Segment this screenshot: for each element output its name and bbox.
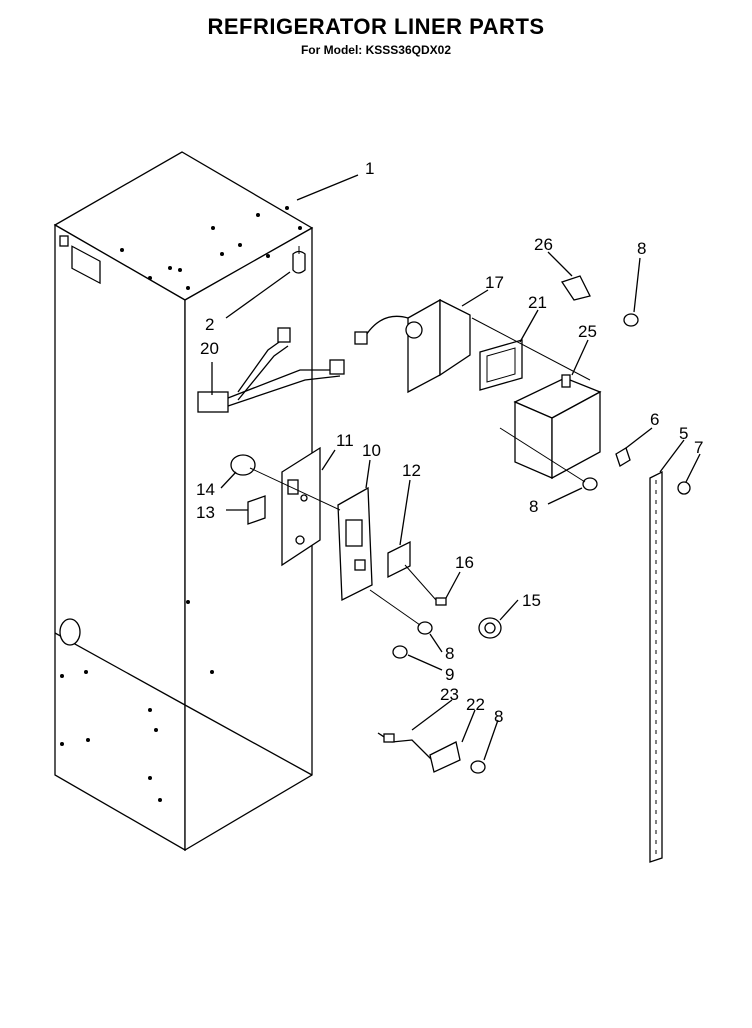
callout-25: 25 xyxy=(578,322,597,341)
callout-5: 5 xyxy=(679,424,688,443)
model-subtitle: For Model: KSSS36QDX02 xyxy=(300,43,452,57)
callout-7: 7 xyxy=(694,438,703,457)
screws xyxy=(392,313,691,774)
callout-23: 23 xyxy=(440,685,459,704)
callout-8a: 8 xyxy=(445,644,454,663)
part-10-housing xyxy=(337,486,373,602)
liner-cabinet xyxy=(53,151,314,852)
callout-16: 16 xyxy=(455,553,474,572)
part-6-clip xyxy=(615,447,631,467)
part-16-clip xyxy=(435,597,447,606)
screw-8b xyxy=(470,760,486,774)
callout-14: 14 xyxy=(196,480,215,499)
callout-8d: 8 xyxy=(529,497,538,516)
callout-1: 1 xyxy=(365,159,374,178)
cabinet-holes xyxy=(60,206,302,802)
callout-8b: 8 xyxy=(494,707,503,726)
part-11-bracket xyxy=(281,446,321,567)
callout-22: 22 xyxy=(466,695,485,714)
screw-8c xyxy=(623,313,639,327)
callout-21: 21 xyxy=(528,293,547,312)
part-26-clip xyxy=(560,275,591,301)
part-2-fitting xyxy=(292,246,306,274)
part-21-gasket xyxy=(479,339,523,391)
callout-15: 15 xyxy=(522,591,541,610)
screw-7 xyxy=(677,481,691,495)
callout-8c: 8 xyxy=(637,239,646,258)
callout-11: 11 xyxy=(336,431,354,450)
callout-2: 2 xyxy=(205,315,214,334)
part-5-rail xyxy=(649,470,663,863)
leader-lines xyxy=(211,174,701,761)
part-12-plate xyxy=(387,540,411,579)
part-25-housing xyxy=(513,374,602,480)
page-title: REFRIGERATOR LINER PARTS xyxy=(207,14,545,39)
part-20-wire-harness xyxy=(197,327,345,413)
screw-9 xyxy=(392,645,408,659)
part-17-control xyxy=(354,298,471,394)
part-22-23-sensor xyxy=(377,732,461,773)
callout-26: 26 xyxy=(534,235,553,254)
callout-10: 10 xyxy=(362,441,381,460)
part-13-shield xyxy=(247,495,266,525)
part-15-knob xyxy=(478,617,502,639)
screw-8d xyxy=(582,477,598,491)
screw-8a xyxy=(417,621,433,635)
callout-20: 20 xyxy=(200,339,219,358)
part-14-bulb xyxy=(230,454,256,476)
callout-12: 12 xyxy=(402,461,421,480)
callout-6: 6 xyxy=(650,410,659,429)
callout-13: 13 xyxy=(196,503,215,522)
callout-9: 9 xyxy=(445,665,454,684)
callout-17: 17 xyxy=(485,273,504,292)
callout-labels: 1 2 20 11 10 12 14 13 16 15 8 9 23 22 8 … xyxy=(196,159,703,726)
